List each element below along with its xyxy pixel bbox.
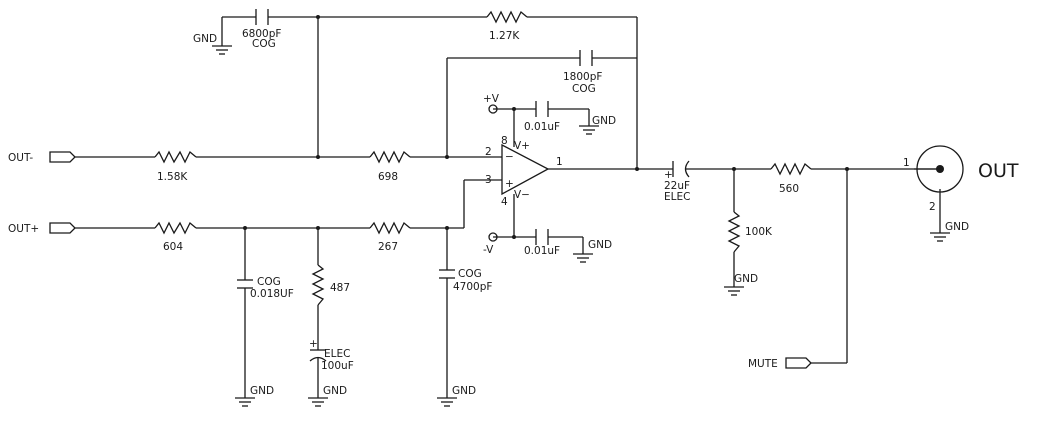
supply-negative: -V: [483, 232, 498, 256]
resistor-value: 1.58K: [157, 171, 188, 183]
jack-pin-label: 1: [903, 157, 910, 169]
connector-label: OUT-: [8, 152, 33, 164]
junction-dot: [445, 155, 449, 159]
opamp-pin-label: 1: [556, 156, 563, 168]
ground-label: GND: [452, 385, 476, 397]
opamp-pin-label: 3: [485, 174, 492, 186]
ground-label: GND: [588, 239, 612, 251]
resistor-1-58k: 1.58K: [154, 150, 197, 183]
capacitor-value: 0.018UF: [250, 288, 294, 300]
resistor-560: 560: [770, 162, 812, 195]
capacitor-polarity: +: [309, 338, 318, 350]
resistor-value: 100K: [745, 226, 773, 238]
connector-label: OUT+: [8, 223, 39, 235]
opamp-pin-label: 4: [501, 196, 508, 208]
junction-dot: [732, 167, 736, 171]
resistor-value: 1.27K: [489, 30, 520, 42]
supply-positive: +V: [483, 93, 500, 114]
capacitor-value: 6800pF: [242, 28, 281, 40]
ground-label: GND: [734, 273, 758, 285]
opamp-vplus-label: V+: [514, 140, 530, 152]
ground-label: GND: [250, 385, 274, 397]
opamp: 2 3 1 8 4 − + V+ V−: [485, 135, 563, 208]
capacitor-type: ELEC: [664, 191, 690, 203]
capacitor-type: COG: [572, 83, 596, 95]
connector-label: MUTE: [748, 358, 778, 370]
junction-dot: [635, 167, 639, 171]
ground-symbol: GND: [308, 385, 347, 407]
opamp-vminus-label: V−: [514, 189, 530, 201]
opamp-pin-label: 8: [501, 135, 508, 147]
opamp-pin-label: 2: [485, 146, 492, 158]
opamp-noninverting-sign: +: [505, 178, 514, 190]
connector-out-minus: OUT-: [8, 151, 76, 164]
capacitor-type: COG: [252, 38, 276, 50]
capacitor-value: 4700pF: [453, 281, 492, 293]
capacitor-1800pf: 1800pF COG: [563, 50, 602, 95]
resistor-267: 267: [369, 221, 411, 253]
capacitor-value: 22uF: [664, 180, 690, 192]
ground-label: GND: [323, 385, 347, 397]
wires: [75, 16, 941, 398]
junction-dot: [512, 107, 516, 111]
ground-symbol: GND: [930, 221, 969, 242]
capacitor-100uf-elec: + ELEC 100uF: [309, 338, 354, 372]
ground-symbol: GND: [193, 33, 232, 55]
connector-out-plus: OUT+: [8, 222, 76, 235]
capacitor-value: 0.01uF: [524, 245, 560, 257]
junction-dot: [316, 15, 320, 19]
output-label: OUT: [978, 160, 1019, 182]
resistor-698: 698: [369, 150, 411, 183]
capacitor-0-01uf-bottom: 0.01uF: [524, 229, 560, 257]
capacitor-type: COG: [257, 276, 281, 288]
capacitor-polarity: +: [664, 169, 673, 181]
ground-symbol: GND: [235, 385, 274, 407]
resistor-1-27k: 1.27K: [486, 10, 528, 42]
resistor-487: 487: [311, 264, 350, 306]
capacitor-4700pf: COG 4700pF: [439, 268, 492, 293]
capacitor-22uf-elec: + 22uF ELEC: [664, 160, 690, 203]
junction-dot: [316, 155, 320, 159]
resistor-value: 604: [163, 241, 183, 253]
supply-label: -V: [483, 244, 494, 256]
ground-symbol: GND: [573, 239, 612, 263]
output-jack: 1 2 OUT: [903, 145, 1019, 213]
opamp-inverting-sign: −: [505, 151, 514, 163]
supply-label: +V: [483, 93, 500, 105]
junction-dot: [243, 226, 247, 230]
capacitor-0-01uf-top: 0.01uF: [524, 101, 560, 133]
junction-dot: [845, 167, 849, 171]
resistor-value: 267: [378, 241, 398, 253]
ground-symbol: GND: [724, 273, 758, 296]
ground-symbol: GND: [579, 115, 616, 135]
resistor-value: 487: [330, 282, 350, 294]
capacitor-value: 100uF: [321, 360, 354, 372]
connector-mute: MUTE: [748, 357, 812, 370]
jack-pin-label: 2: [929, 201, 936, 213]
ground-label: GND: [592, 115, 616, 127]
ground-label: GND: [193, 33, 217, 45]
capacitor-type: ELEC: [324, 348, 350, 360]
resistor-value: 560: [779, 183, 799, 195]
resistor-100k: 100K: [727, 211, 773, 253]
junction-dots: [243, 15, 849, 239]
capacitor-value: 1800pF: [563, 71, 602, 83]
capacitor-value: 0.01uF: [524, 121, 560, 133]
resistor-value: 698: [378, 171, 398, 183]
ground-label: GND: [945, 221, 969, 233]
capacitor-0-018uf: COG 0.018UF: [237, 276, 294, 300]
junction-dot: [445, 226, 449, 230]
junction-dot: [316, 226, 320, 230]
capacitor-6800pf: 6800pF COG: [242, 9, 281, 50]
ground-symbol: GND: [437, 385, 476, 407]
capacitor-type: COG: [458, 268, 482, 280]
resistor-604: 604: [154, 221, 197, 253]
junction-dot: [512, 235, 516, 239]
